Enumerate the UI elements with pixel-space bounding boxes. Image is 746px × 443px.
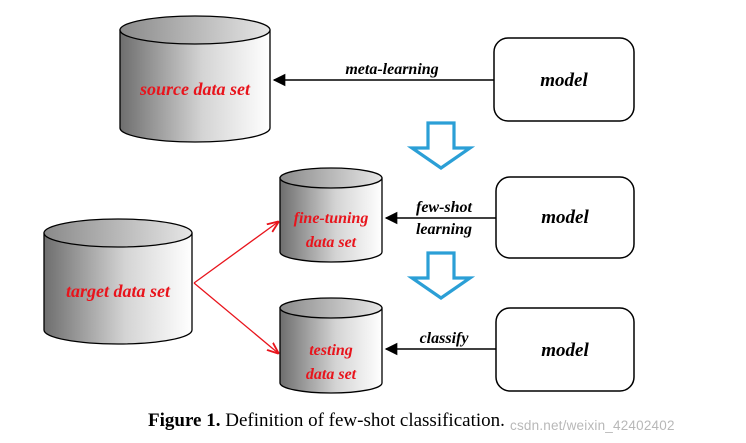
model-bottom-label: model <box>541 340 589 361</box>
source-data-set-cylinder: source data set <box>119 15 271 143</box>
down-arrow-icon <box>406 121 476 170</box>
meta-learning-label: meta-learning <box>345 61 438 78</box>
target-to-testing-arrow <box>193 282 278 353</box>
fine-tuning-label-line2: data set <box>306 234 357 251</box>
target-data-set-cylinder: target data set <box>43 218 193 345</box>
few-shot-learning-edge: few-shot learning <box>384 199 496 238</box>
down-arrow-icon <box>406 251 476 300</box>
model-top-label: model <box>540 70 588 91</box>
source-data-set-label: source data set <box>139 79 251 99</box>
fine-tuning-data-set-cylinder: fine-tuning data set <box>279 167 383 263</box>
testing-label-line2: data set <box>306 366 357 383</box>
classify-label: classify <box>420 330 470 347</box>
testing-label-line1: testing <box>309 342 353 359</box>
classify-edge: classify <box>384 330 496 356</box>
caption-text: Definition of few-shot classification. <box>220 410 505 431</box>
figure-label: Figure 1. <box>148 410 221 431</box>
target-data-set-label: target data set <box>66 281 171 301</box>
watermark: csdn.net/weixin_42402402 <box>510 418 675 433</box>
model-box-middle: model <box>495 176 635 259</box>
few-shot-label-line2: learning <box>416 221 472 238</box>
model-mid-label: model <box>541 207 589 228</box>
meta-learning-edge: meta-learning <box>272 61 494 87</box>
model-box-bottom: model <box>495 307 635 392</box>
target-to-finetune-arrow <box>193 222 278 284</box>
model-box-top: model <box>493 37 635 122</box>
few-shot-label-line1: few-shot <box>416 199 473 216</box>
fine-tuning-label-line1: fine-tuning <box>294 210 369 227</box>
testing-data-set-cylinder: testing data set <box>279 297 383 394</box>
